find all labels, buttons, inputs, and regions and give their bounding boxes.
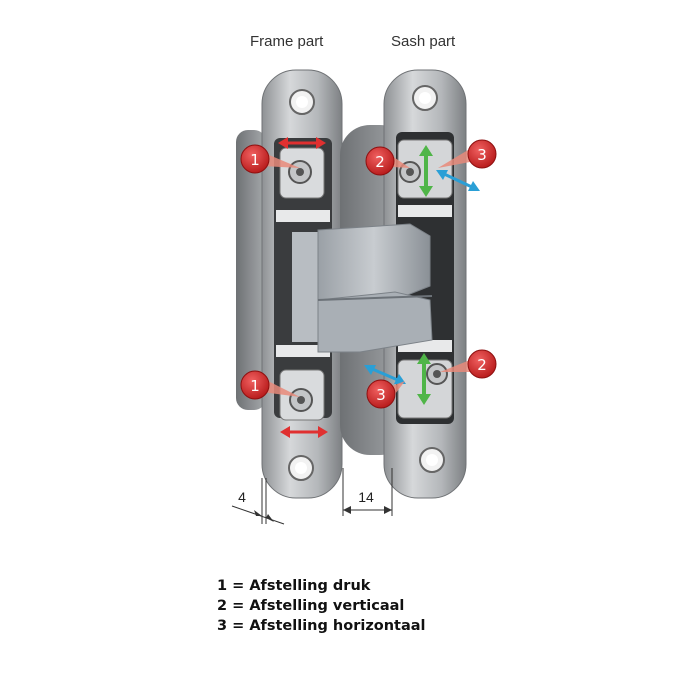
callout-1-bottom: 1 [240, 370, 270, 400]
green-arrow-top [419, 145, 433, 197]
hinge-knuckle [292, 223, 433, 353]
svg-text:2: 2 [477, 356, 487, 374]
callout-2-bottom: 2 [467, 349, 497, 379]
callouts: 1 1 2 3 2 3 [240, 139, 497, 409]
callout-3-top: 3 [467, 139, 497, 169]
frame-part-label: Frame part [250, 33, 324, 50]
dimension-right: 14 [342, 468, 393, 516]
callout-2-top: 2 [365, 146, 395, 176]
adjust-arrows [278, 137, 480, 438]
legend-item-1: 1 = Afstelling druk [217, 578, 371, 594]
dimension-left: 4 [231, 478, 285, 525]
blue-arrow-top [436, 170, 480, 191]
dimension-right-value: 14 [358, 489, 374, 505]
hinge-illustration: 1 1 2 3 2 3 [231, 69, 497, 525]
callout-3-bottom: 3 [366, 379, 396, 409]
callout-1-top: 1 [240, 144, 270, 174]
frame-side-wall [236, 130, 266, 410]
legend-item-3: 3 = Afstelling horizontaal [217, 618, 426, 634]
red-arrow-top [278, 137, 326, 149]
red-arrow-bottom [280, 426, 328, 438]
svg-text:1: 1 [250, 377, 260, 395]
svg-text:2: 2 [375, 153, 385, 171]
svg-text:3: 3 [477, 146, 487, 164]
green-arrow-bottom [417, 353, 431, 405]
blue-arrow-bottom [364, 365, 406, 384]
legend: 1 = Afstelling druk 2 = Afstelling verti… [217, 576, 426, 636]
dimension-left-value: 4 [238, 489, 246, 505]
svg-text:3: 3 [376, 386, 386, 404]
svg-text:1: 1 [250, 151, 260, 169]
sash-part-label: Sash part [391, 33, 456, 50]
legend-item-2: 2 = Afstelling verticaal [217, 598, 405, 614]
